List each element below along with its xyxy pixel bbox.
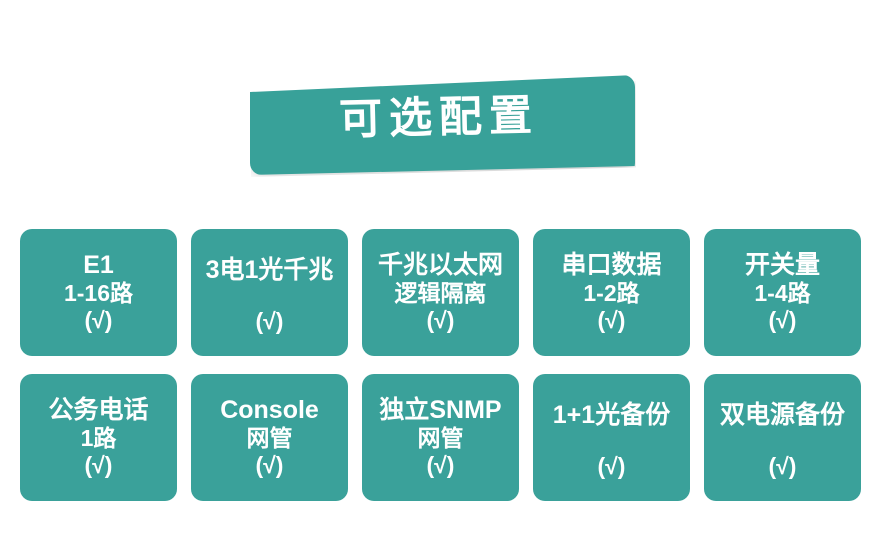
feature-card-line: 公务电话 [48, 395, 149, 424]
feature-card-line: Console [220, 395, 319, 424]
check-mark: (√) [426, 452, 455, 479]
feature-card-line: 独立SNMP [379, 395, 502, 424]
feature-card-line: 串口数据 [561, 250, 662, 279]
feature-card-line: 3电1光千兆 [205, 256, 334, 285]
banner-shape [250, 75, 635, 175]
feature-card-line: 逻辑隔离 [394, 280, 487, 307]
feature-card-line: 开关量 [744, 250, 820, 279]
check-mark: (√) [426, 307, 455, 334]
feature-card[interactable]: 千兆以太网逻辑隔离(√) [362, 229, 519, 356]
feature-card-line: 1路 [80, 425, 117, 452]
feature-card-line: 双电源备份 [719, 401, 845, 430]
feature-card-line: 1-2路 [583, 280, 640, 307]
feature-card[interactable]: 3电1光千兆 (√) [191, 229, 348, 356]
feature-card-line: E1 [83, 250, 114, 279]
feature-card-line: 1-4路 [754, 280, 811, 307]
feature-card-line: 1-16路 [63, 280, 134, 307]
feature-card[interactable]: 双电源备份 (√) [704, 374, 861, 501]
feature-card-line: 网管 [417, 425, 464, 452]
feature-card-line: 网管 [246, 425, 293, 452]
feature-card-line: 千兆以太网 [377, 250, 503, 279]
check-mark: (√) [84, 307, 113, 334]
check-mark: (√) [768, 307, 797, 334]
feature-card[interactable]: 1+1光备份 (√) [533, 374, 690, 501]
feature-card-line: 1+1光备份 [552, 401, 671, 430]
check-mark: (√) [255, 452, 284, 479]
check-mark: (√) [255, 307, 284, 334]
check-mark: (√) [84, 452, 113, 479]
check-mark: (√) [597, 452, 626, 479]
banner: 可选配置 [243, 68, 643, 186]
check-mark: (√) [768, 452, 797, 479]
page-title: 可选配置 [338, 91, 540, 144]
check-mark: (√) [597, 307, 626, 334]
